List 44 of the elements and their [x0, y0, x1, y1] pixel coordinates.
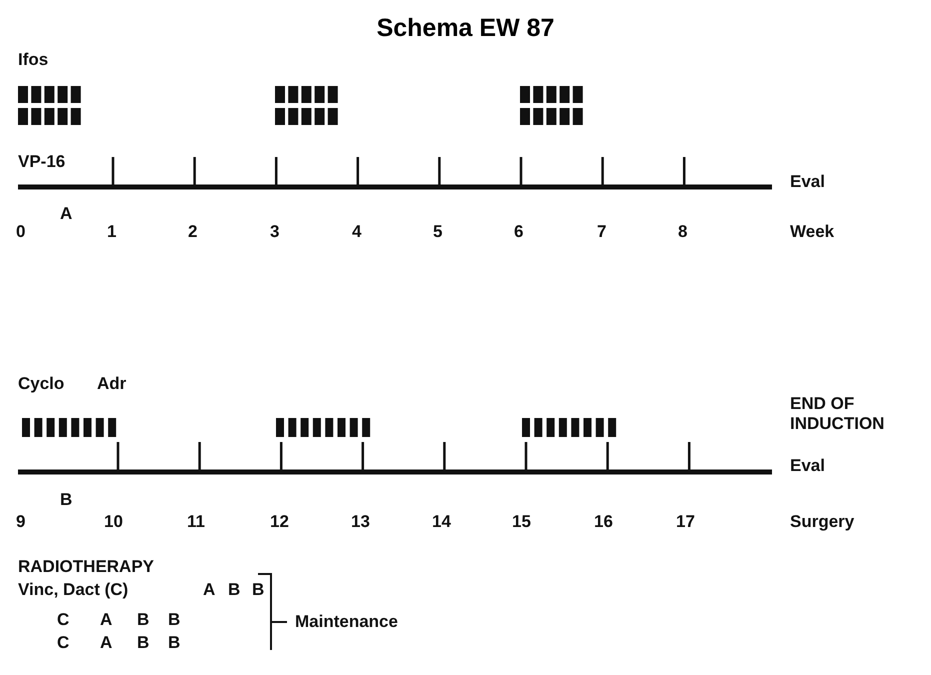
- drug-label: Ifos: [18, 50, 48, 70]
- eval-label: Eval: [790, 172, 825, 192]
- week-number: 11: [187, 512, 205, 532]
- drug-label: Adr: [97, 374, 126, 394]
- week-number: 5: [433, 222, 442, 242]
- phase-label: END OF INDUCTION: [790, 394, 886, 434]
- week-number: 15: [512, 512, 531, 532]
- week-number: 3: [270, 222, 280, 242]
- week-number: 8: [678, 222, 688, 242]
- course-label: B: [137, 610, 150, 630]
- week-number: 0: [16, 222, 26, 242]
- week-number: 12: [270, 512, 289, 532]
- course-label: A: [100, 610, 112, 630]
- course-label: B: [252, 580, 264, 600]
- week-number: 13: [351, 512, 370, 532]
- radiotherapy-label: RADIOTHERAPY: [18, 557, 154, 577]
- week-number: 16: [594, 512, 613, 532]
- week-number: 7: [597, 222, 606, 242]
- week-number: 2: [188, 222, 198, 242]
- surgery-label: Surgery: [790, 512, 854, 532]
- course-label: B: [60, 490, 72, 510]
- eval-label: Eval: [790, 456, 825, 476]
- course-label: B: [168, 610, 180, 630]
- course-label: A: [100, 633, 112, 653]
- diagram-title: Schema EW 87: [376, 14, 556, 43]
- course-label: A: [203, 580, 216, 600]
- week-number: 14: [432, 512, 451, 532]
- course-label: C: [57, 610, 70, 630]
- week-number: 4: [352, 222, 362, 242]
- drug-label: Cyclo: [18, 374, 64, 394]
- maintenance-label: Maintenance: [295, 612, 398, 632]
- week-number: 17: [676, 512, 695, 532]
- week-number: 10: [104, 512, 123, 532]
- drug-label: VP-16: [18, 152, 66, 172]
- course-label: B: [137, 633, 150, 653]
- week-number: 9: [16, 512, 26, 532]
- week-number: 1: [107, 222, 116, 242]
- course-label: B: [228, 580, 240, 600]
- course-label: C: [57, 633, 70, 653]
- axis-label: Week: [790, 222, 834, 242]
- week-number: 6: [514, 222, 524, 242]
- course-label: B: [168, 633, 180, 653]
- drug-label: Vinc, Dact (C): [18, 580, 128, 600]
- course-label: A: [60, 204, 72, 224]
